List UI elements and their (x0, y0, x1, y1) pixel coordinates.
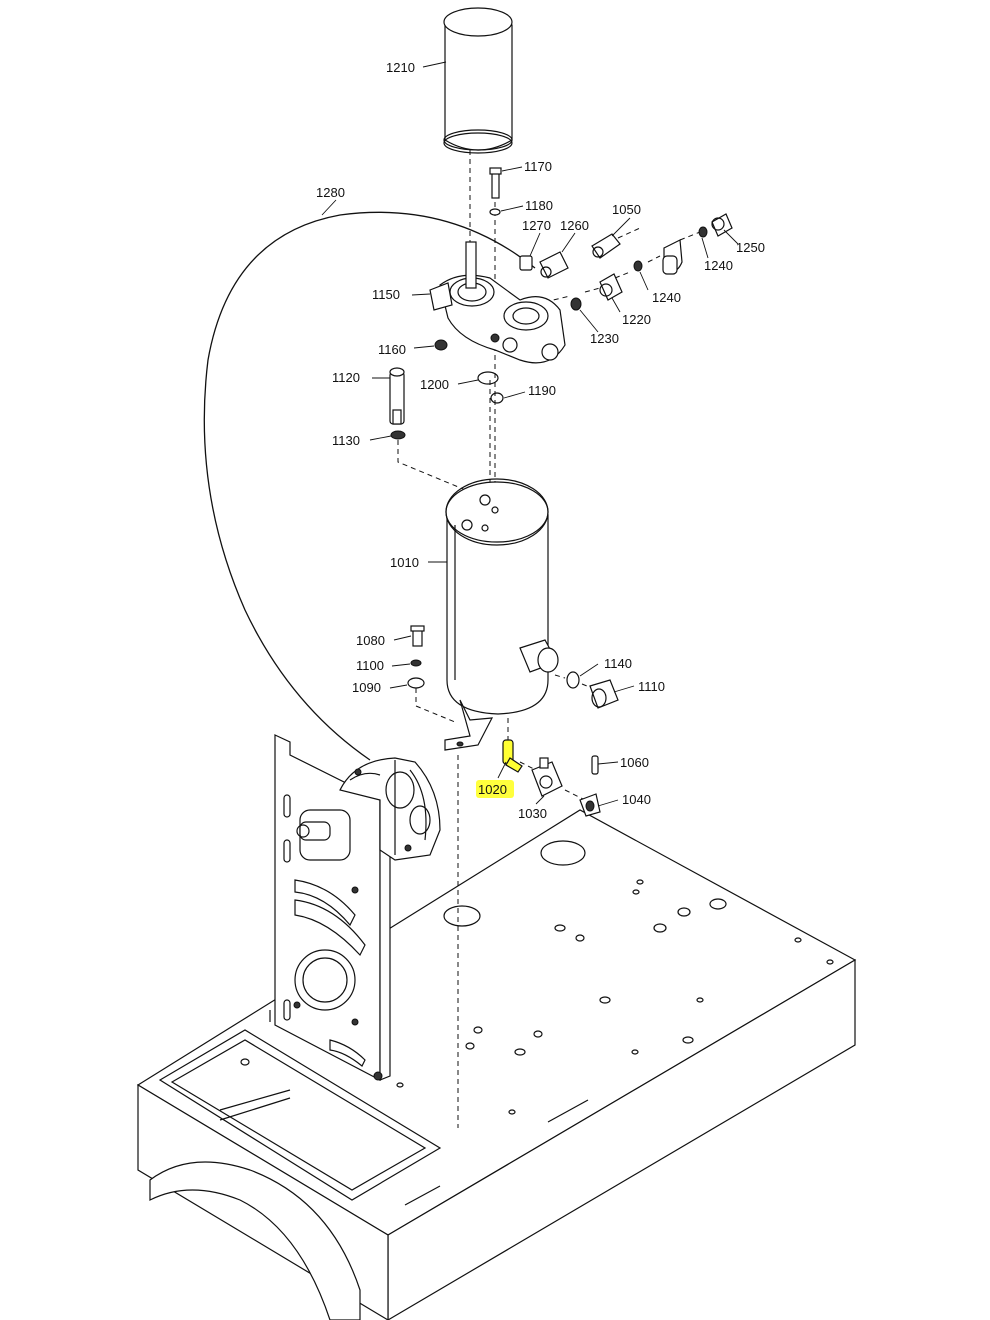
label-1240a[interactable]: 1240 (704, 258, 733, 273)
hose-1280 (203, 211, 536, 761)
label-1220[interactable]: 1220 (622, 312, 651, 327)
plug-1160 (434, 339, 448, 351)
standoff-1120 (389, 367, 405, 425)
mounting-bracket-plate (274, 734, 391, 1081)
bolt-1170 (489, 167, 502, 199)
label-1050[interactable]: 1050 (612, 202, 641, 217)
label-1140[interactable]: 1140 (604, 656, 632, 671)
washer-1130 (390, 430, 406, 440)
oring-1240b (633, 260, 643, 272)
fitting-1270 (519, 255, 533, 271)
manifold-block-1150 (429, 241, 566, 364)
label-1230[interactable]: 1230 (590, 331, 619, 346)
label-1130[interactable]: 1130 (332, 433, 360, 448)
label-1160[interactable]: 1160 (378, 342, 406, 357)
union-nut-1220 (599, 273, 623, 301)
label-1010[interactable]: 1010 (390, 555, 419, 570)
label-1120[interactable]: 1120 (332, 370, 360, 385)
part-labels: 1210 1170 1180 1280 1270 1260 1050 1250 … (316, 60, 765, 821)
label-1040[interactable]: 1040 (622, 792, 651, 807)
label-1020[interactable]: 1020 (478, 782, 507, 797)
label-1170[interactable]: 1170 (524, 159, 552, 174)
label-1280[interactable]: 1280 (316, 185, 345, 200)
label-1250[interactable]: 1250 (736, 240, 765, 255)
highlight-1020 (476, 780, 514, 798)
pump (296, 757, 441, 861)
label-1180[interactable]: 1180 (525, 198, 553, 213)
label-1260[interactable]: 1260 (560, 218, 589, 233)
bolt-1080 (410, 625, 425, 647)
elbow-fitting-1020 (502, 739, 523, 773)
label-1110[interactable]: 1110 (638, 679, 665, 694)
label-1270[interactable]: 1270 (522, 218, 551, 233)
elbow-fitting-1040 (579, 793, 601, 817)
washer-1090 (407, 677, 425, 689)
leader-lines (321, 61, 739, 807)
label-1090[interactable]: 1090 (352, 680, 381, 695)
label-1240b[interactable]: 1240 (652, 290, 681, 305)
oring-1200 (477, 371, 499, 385)
tank-1010 (444, 478, 559, 751)
fitting-1050 (591, 233, 621, 259)
label-1080[interactable]: 1080 (356, 633, 385, 648)
lockwasher-1100 (410, 659, 422, 667)
pin-1060 (591, 755, 599, 775)
label-1210[interactable]: 1210 (386, 60, 415, 75)
base-platform (136, 809, 857, 1320)
label-1060[interactable]: 1060 (620, 755, 649, 770)
elbow-fitting-1250 (662, 213, 733, 275)
label-1030[interactable]: 1030 (518, 806, 547, 821)
oring-1230 (570, 297, 582, 311)
fitting-1110 (589, 679, 619, 709)
oring-1140 (566, 671, 580, 689)
label-1200[interactable]: 1200 (420, 377, 449, 392)
oring-1190 (490, 392, 504, 404)
label-1100[interactable]: 1100 (356, 658, 384, 673)
washer-1180 (489, 208, 501, 216)
fitting-1260 (539, 251, 569, 279)
oring-1240a (698, 226, 708, 238)
filter-cartridge-1210 (443, 7, 513, 154)
label-1150[interactable]: 1150 (372, 287, 400, 302)
label-1190[interactable]: 1190 (528, 383, 556, 398)
ball-valve-1030 (531, 757, 563, 797)
